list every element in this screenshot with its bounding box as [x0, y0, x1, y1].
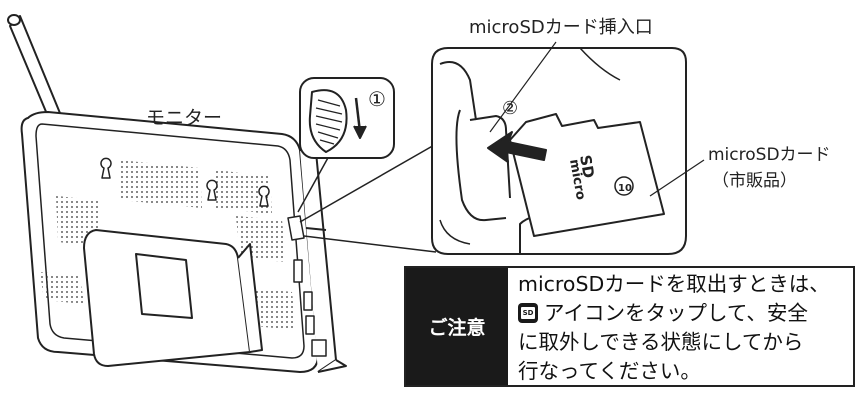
svg-text:10: 10 [618, 183, 632, 194]
sd-card-icon: SD [518, 303, 538, 323]
caution-box: ご注意 microSDカードを取出すときは、 SD アイコンをタップして、安全 に… [404, 266, 855, 387]
step-markers: ① ② [368, 87, 518, 119]
slot-label: microSDカード挿入口 [469, 17, 653, 38]
card-note-label: （市販品） [712, 171, 797, 191]
insert-arrow [487, 131, 547, 163]
caution-text: microSDカードを取出すときは、 SD アイコンをタップして、安全 に取外しで… [508, 268, 853, 385]
microsd-card: micro SD 10 [509, 113, 665, 237]
caution-line-2: SD アイコンをタップして、安全 [518, 299, 847, 328]
caution-line-1: microSDカードを取出すときは、 [518, 272, 830, 296]
monitor-label: モニター [146, 107, 223, 129]
switch-zoom [299, 77, 395, 159]
wall-mount-holes [100, 157, 270, 207]
svg-text:micro: micro [566, 158, 588, 201]
label-leaders [489, 41, 705, 197]
step-2-marker: ② [502, 98, 518, 119]
step-1-marker: ① [368, 87, 386, 111]
card-label: microSDカード [708, 145, 831, 165]
caution-line-2-text: アイコンをタップして、安全 [544, 301, 808, 325]
caution-line-4: 行なってください。 [518, 359, 701, 383]
stand [83, 229, 263, 367]
caution-line-3: に取外しできる状態にしてから [518, 330, 804, 354]
svg-text:SD: SD [576, 154, 598, 180]
caution-heading: ご注意 [406, 268, 508, 385]
